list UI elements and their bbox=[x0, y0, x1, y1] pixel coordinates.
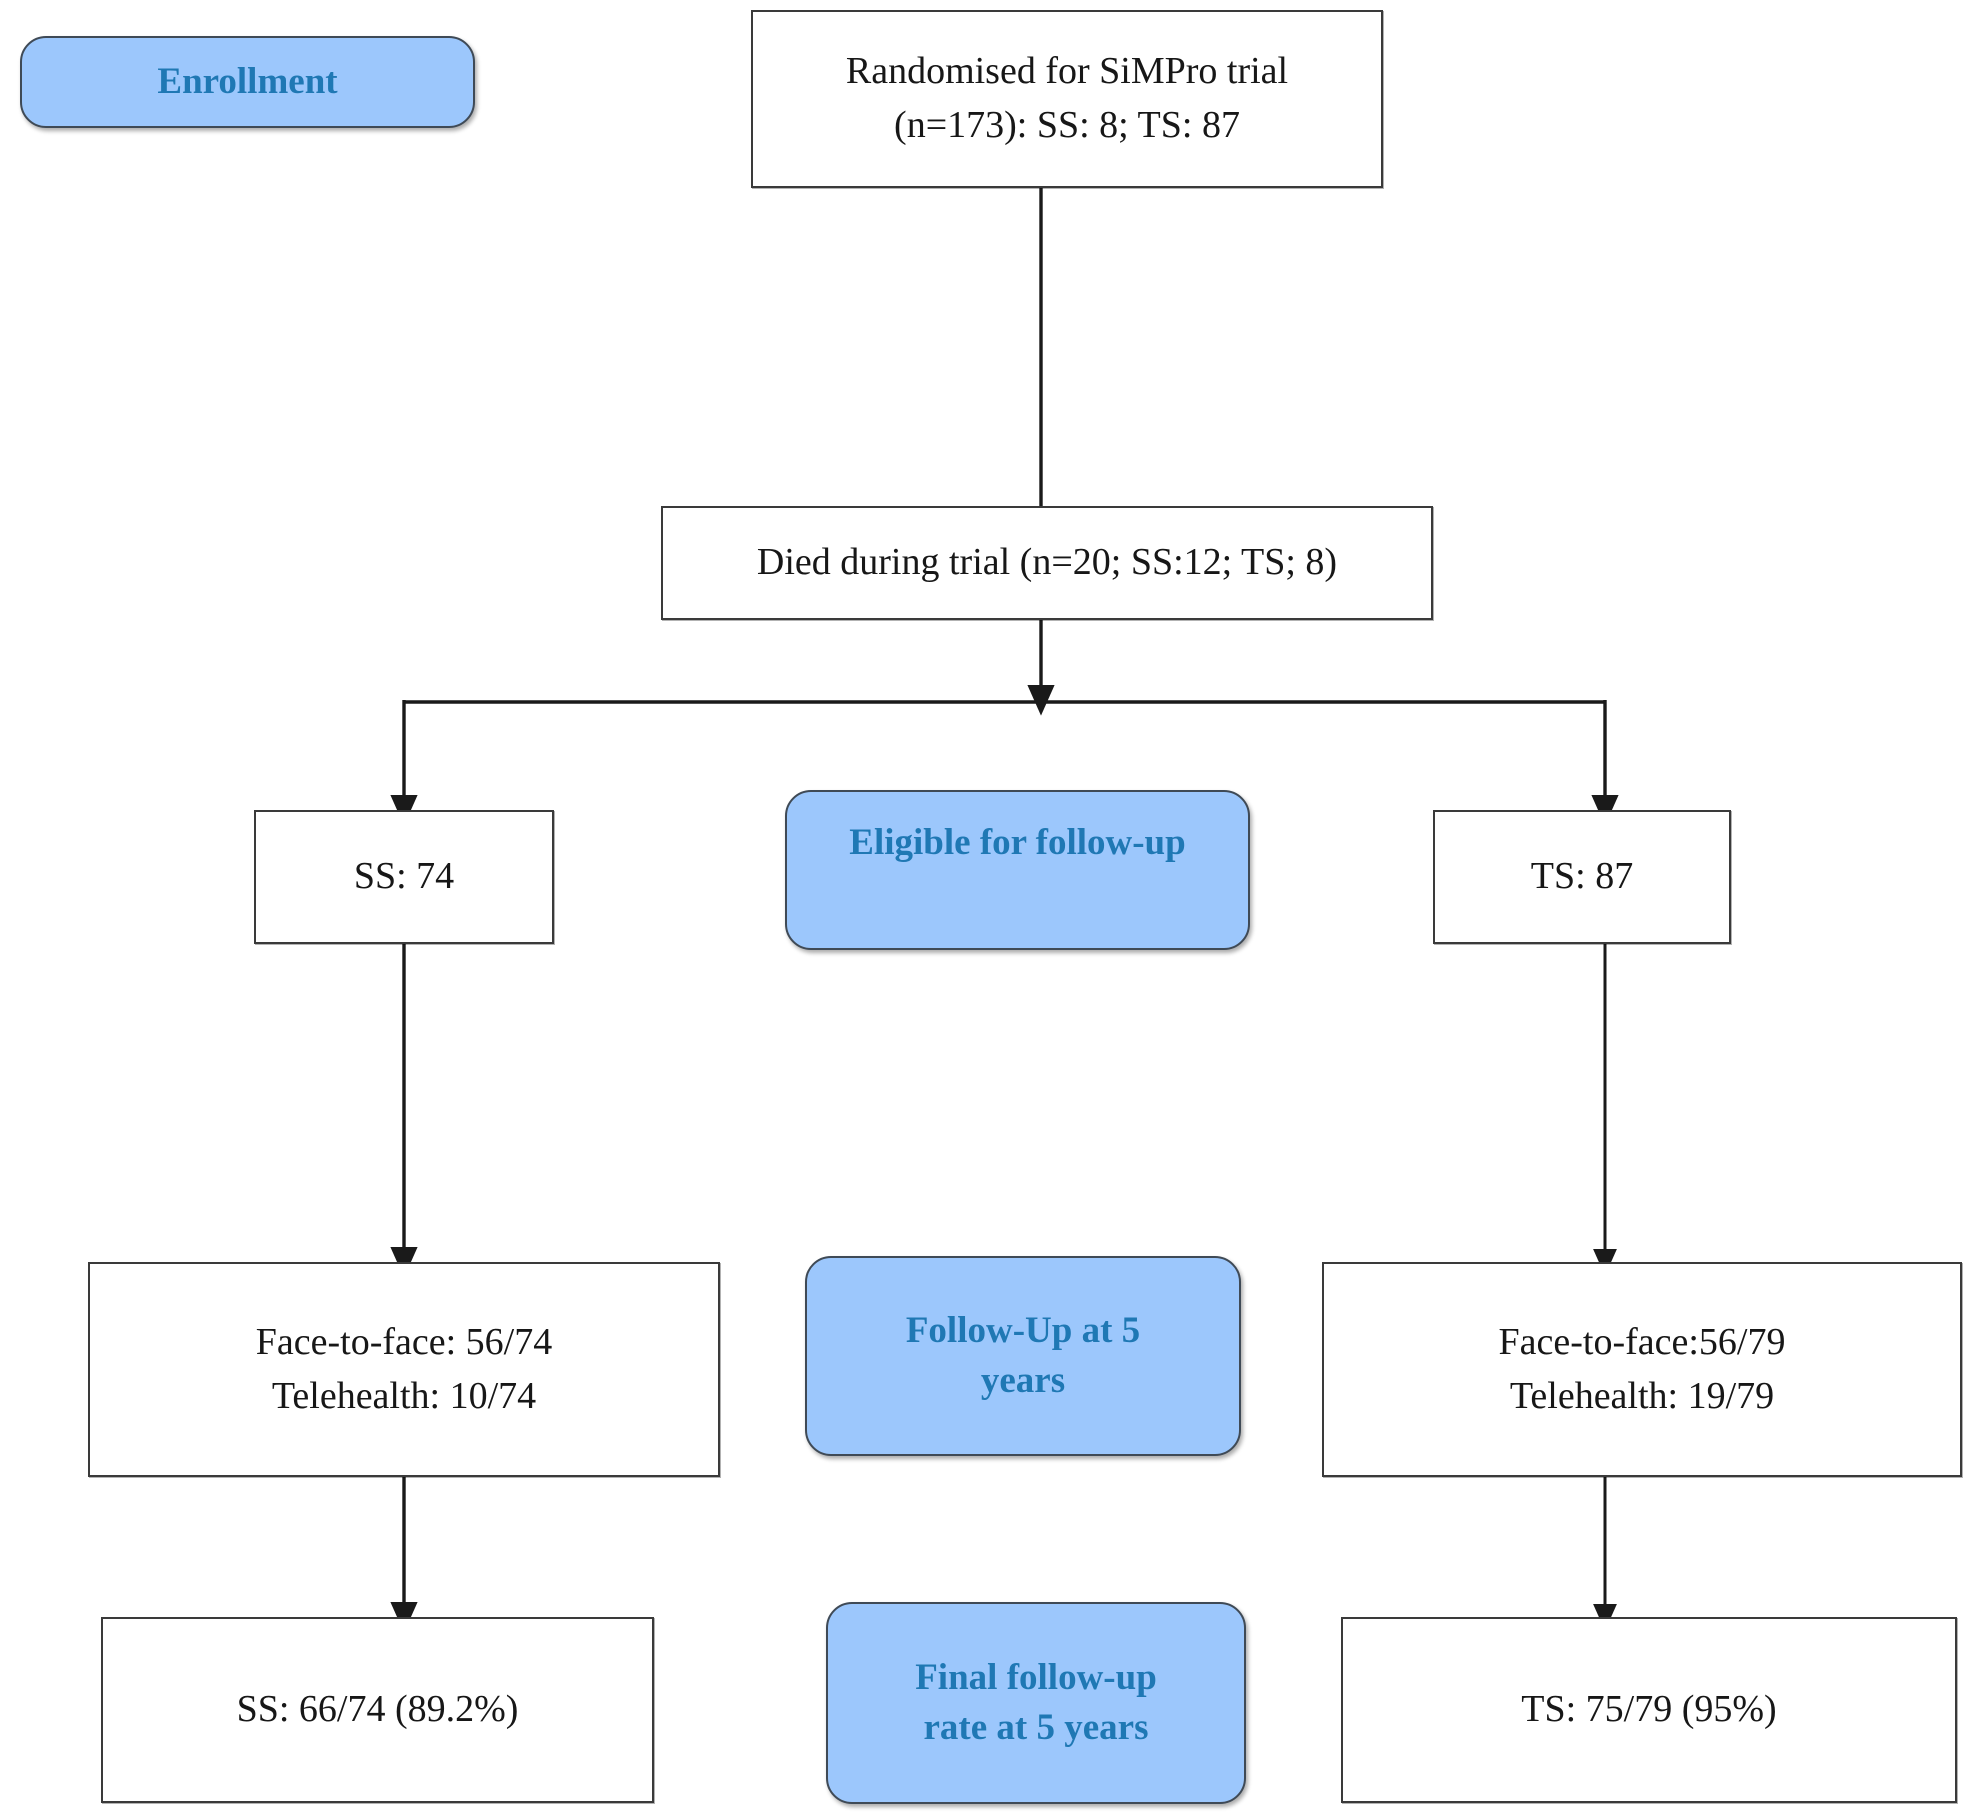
node-died-line1: Died during trial (n=20; SS:12; TS; 8) bbox=[756, 541, 1338, 584]
node-randomised[interactable]: Randomised for SiMPro trial (n=173): SS:… bbox=[751, 10, 1383, 188]
stage-badge-enrollment[interactable]: Enrollment bbox=[20, 36, 475, 128]
node-ts-eligible-line1: TS: 87 bbox=[1530, 855, 1634, 898]
stage-enrollment-label: Enrollment bbox=[157, 61, 338, 103]
node-ts-followup-line1: Face-to-face:56/79 bbox=[1498, 1320, 1786, 1363]
node-ss-final-rate[interactable]: SS: 66/74 (89.2%) bbox=[101, 1617, 654, 1803]
stage-badge-final-follow-up-rate[interactable]: Final follow-up rate at 5 years bbox=[826, 1602, 1246, 1804]
node-randomised-line2: (n=173): SS: 8; TS: 87 bbox=[894, 104, 1240, 146]
stage-followup5y-line2: years bbox=[980, 1360, 1066, 1401]
node-died-during-trial[interactable]: Died during trial (n=20; SS:12; TS; 8) bbox=[661, 506, 1433, 620]
node-ss-final-line1: SS: 66/74 (89.2%) bbox=[236, 1688, 519, 1731]
node-ts-eligible[interactable]: TS: 87 bbox=[1433, 810, 1731, 944]
node-ts-final-rate[interactable]: TS: 75/79 (95%) bbox=[1341, 1617, 1957, 1803]
stage-badge-eligible-for-follow-up[interactable]: Eligible for follow-up bbox=[785, 790, 1250, 950]
node-ts-followup-line2: Telehealth: 19/79 bbox=[1509, 1374, 1775, 1417]
node-ss-eligible-line1: SS: 74 bbox=[353, 855, 455, 898]
node-ss-eligible[interactable]: SS: 74 bbox=[254, 810, 554, 944]
stage-final-rate-line1: Final follow-up bbox=[915, 1657, 1157, 1699]
node-ts-followup-modality[interactable]: Face-to-face:56/79 Telehealth: 19/79 bbox=[1322, 1262, 1962, 1477]
node-ss-followup-modality[interactable]: Face-to-face: 56/74 Telehealth: 10/74 bbox=[88, 1262, 720, 1477]
node-ts-final-line1: TS: 75/79 (95%) bbox=[1521, 1688, 1777, 1731]
stage-badge-follow-up-at-5-years[interactable]: Follow-Up at 5 years bbox=[805, 1256, 1241, 1456]
stage-eligible-label: Eligible for follow-up bbox=[849, 822, 1186, 863]
node-ss-followup-line1: Face-to-face: 56/74 bbox=[255, 1320, 553, 1363]
stage-followup5y-line1: Follow-Up at 5 bbox=[905, 1310, 1141, 1352]
node-ss-followup-line2: Telehealth: 10/74 bbox=[271, 1374, 537, 1417]
stage-final-rate-line2: rate at 5 years bbox=[923, 1707, 1149, 1748]
node-randomised-line1: Randomised for SiMPro trial bbox=[845, 50, 1289, 93]
